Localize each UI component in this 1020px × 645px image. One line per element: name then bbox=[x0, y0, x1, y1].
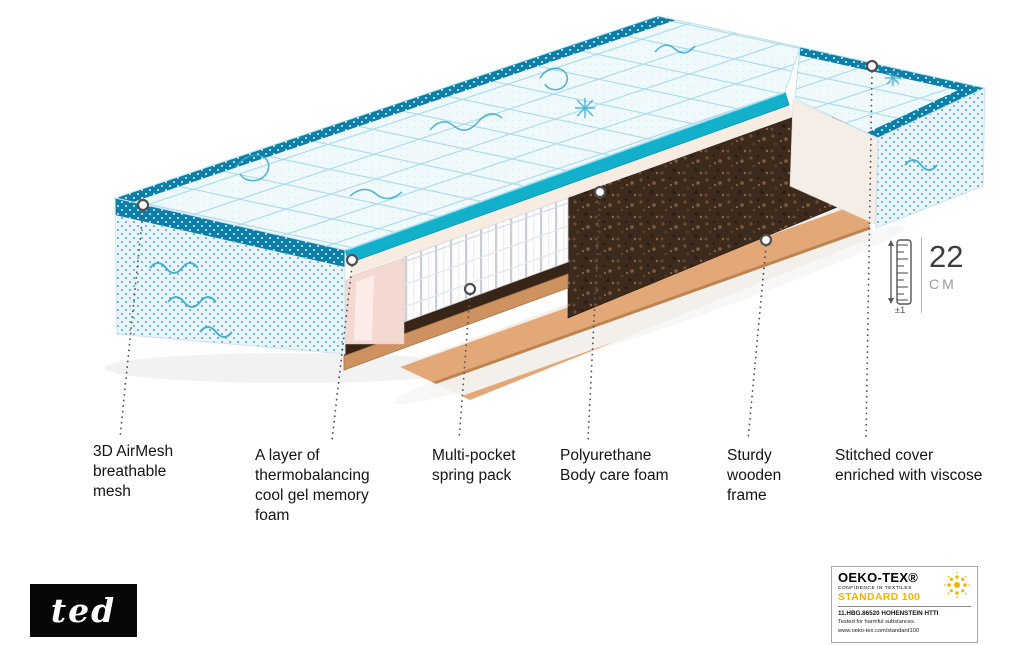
callout-lines bbox=[119, 71, 873, 441]
ring-marker-icon bbox=[759, 233, 773, 247]
cross-section bbox=[343, 91, 793, 371]
ruler-icon bbox=[888, 239, 912, 305]
wooden-rail bbox=[343, 273, 569, 371]
ruler-block: ±1 bbox=[886, 237, 914, 317]
corner-embroidery bbox=[885, 70, 901, 86]
side-wave-motifs bbox=[149, 262, 233, 338]
label-springs: Multi-pocket spring pack bbox=[432, 447, 516, 485]
memory-foam-strip bbox=[349, 105, 793, 275]
ring-marker-icon bbox=[463, 282, 477, 296]
label-gel-foam: A layer of thermobalancing cool gel memo… bbox=[255, 447, 370, 525]
cert-divider bbox=[838, 606, 971, 608]
cert-header: OEKO-TEX® CONFIDENCE IN TEXTILES STANDAR… bbox=[838, 571, 971, 603]
ring-marker-icon bbox=[136, 198, 150, 212]
cert-license: 11.HBG.86520 HOHENSTEIN HTTI bbox=[838, 610, 939, 618]
height-indicator: ±1 22 CM bbox=[886, 237, 963, 317]
ring-marker-icon bbox=[865, 59, 879, 73]
cert-claim: Tested for harmful substances. bbox=[838, 619, 916, 626]
brand-logo: TED bbox=[30, 584, 137, 637]
brand-name: TED bbox=[50, 591, 117, 630]
side-top-band bbox=[115, 198, 345, 267]
corner-cut-face bbox=[789, 99, 879, 225]
callout-markers bbox=[136, 59, 879, 296]
height-value-block: 22 CM bbox=[929, 237, 963, 317]
label-airmesh: 3D AirMesh breathable mesh bbox=[93, 443, 174, 501]
callout-line-frame bbox=[747, 245, 767, 441]
label-polyurethane: Polyurethane Body care foam bbox=[560, 447, 669, 485]
height-value: 22 bbox=[929, 239, 964, 274]
cert-tagline: CONFIDENCE IN TEXTILES bbox=[838, 585, 912, 591]
dotted-sun-icon bbox=[944, 572, 970, 598]
embroidery-motifs bbox=[234, 44, 696, 200]
height-unit: CM bbox=[929, 276, 957, 292]
ring-marker-icon bbox=[593, 185, 607, 199]
cert-text-block: OEKO-TEX® CONFIDENCE IN TEXTILES STANDAR… bbox=[838, 571, 920, 603]
foam-side-wall bbox=[344, 257, 405, 345]
label-frame: Sturdy wooden frame bbox=[727, 447, 782, 505]
cert-url: www.oeko-tex.com/standard100 bbox=[838, 628, 919, 635]
cert-standard: STANDARD 100 bbox=[838, 590, 921, 603]
divider-line bbox=[921, 237, 922, 313]
oeko-tex-badge: OEKO-TEX® CONFIDENCE IN TEXTILES STANDAR… bbox=[831, 566, 978, 643]
callout-line-gel-foam bbox=[331, 265, 353, 441]
label-cover: Stitched cover enriched with viscose bbox=[835, 447, 983, 485]
ground-shadow bbox=[105, 353, 475, 383]
callout-line-airmesh bbox=[119, 210, 144, 439]
height-tolerance: ±1 bbox=[894, 305, 906, 316]
ring-marker-icon bbox=[345, 253, 359, 267]
mattress-corner-section bbox=[789, 46, 987, 229]
callout-line-springs bbox=[458, 294, 471, 441]
wooden-slats bbox=[398, 196, 872, 400]
callout-line-cover bbox=[865, 71, 873, 441]
cert-name: OEKO-TEX® bbox=[838, 570, 919, 585]
callout-line-polyurethane bbox=[587, 197, 601, 441]
side-panel-outline bbox=[114, 197, 346, 355]
spring-pack-face bbox=[403, 197, 569, 323]
